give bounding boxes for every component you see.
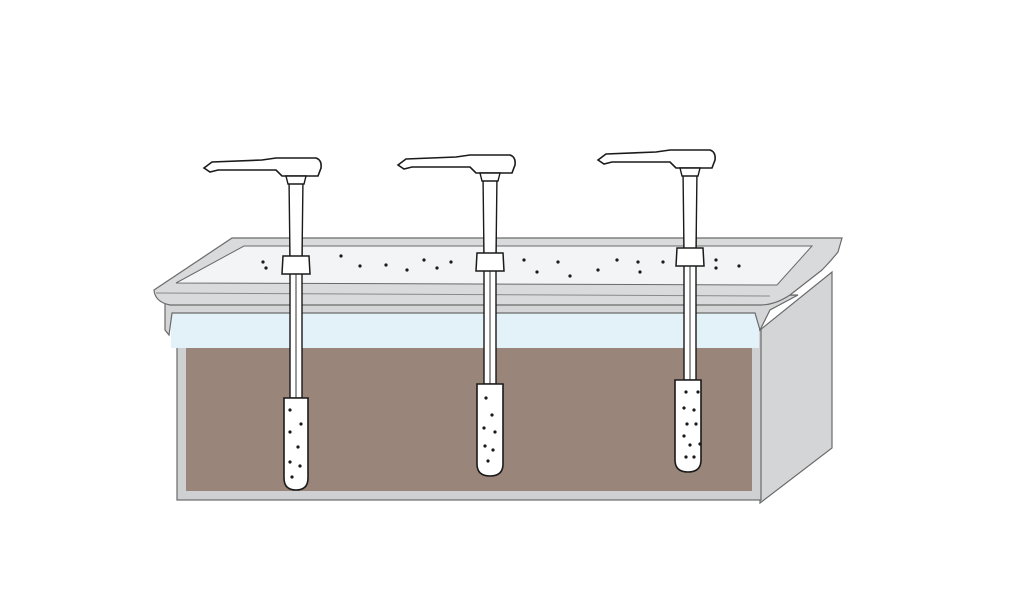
- pumps-group: [202, 149, 716, 491]
- pump-dispenser-icon: [202, 157, 322, 491]
- dip-tube-dot: [688, 443, 692, 447]
- lid-dot: [522, 258, 526, 262]
- pump-stem: [482, 174, 498, 258]
- dip-tube-dot: [483, 444, 487, 448]
- lid-dot: [339, 254, 343, 258]
- dip-tube-dot: [290, 475, 294, 479]
- pump-dip-tube: [674, 379, 702, 473]
- dip-tube-dot: [482, 426, 486, 430]
- lid-dot: [449, 260, 453, 264]
- lid-dot: [535, 270, 539, 274]
- dip-tube-dot: [298, 464, 302, 468]
- dip-tube-dot: [694, 422, 698, 426]
- tank-liquid: [186, 348, 752, 491]
- dip-tube-dot: [682, 406, 686, 410]
- pump-neck: [679, 167, 701, 177]
- dip-tube-dot: [491, 448, 495, 452]
- lid-dot: [568, 274, 572, 278]
- lid-dot: [615, 258, 619, 262]
- pump-dispenser-icon: [596, 149, 716, 473]
- lid-dot: [261, 260, 265, 264]
- pump-neck: [285, 175, 307, 185]
- pump-stem: [288, 177, 304, 261]
- dip-tube-dot: [288, 430, 292, 434]
- lid-dot: [714, 266, 718, 270]
- lid-dot: [358, 264, 362, 268]
- dip-tube-dot: [490, 413, 494, 417]
- lid-dot: [422, 258, 426, 262]
- dip-tube-dot: [684, 455, 688, 459]
- pump-collar: [281, 255, 311, 275]
- lid-dot: [435, 266, 439, 270]
- pump-head: [202, 157, 322, 177]
- lid-dot: [384, 263, 388, 267]
- dip-tube-dot: [692, 408, 696, 412]
- lid-dot: [661, 260, 665, 264]
- dip-tube-dot: [682, 434, 686, 438]
- lid-dot: [556, 260, 560, 264]
- dip-tube-dot: [685, 422, 689, 426]
- dip-tube-dot: [684, 390, 688, 394]
- lid-dot: [405, 268, 409, 272]
- dip-tube-dot: [698, 442, 702, 446]
- lid-dot: [264, 266, 268, 270]
- lid-dot: [737, 264, 741, 268]
- dip-tube-dot: [692, 455, 696, 459]
- pump-head: [596, 149, 716, 169]
- lid-dot: [636, 260, 640, 264]
- dip-tube-dot: [696, 390, 700, 394]
- lid-dot: [714, 258, 718, 262]
- pump-dispenser-icon: [396, 154, 516, 477]
- lid-dots: [261, 254, 741, 278]
- lid-dot: [596, 268, 600, 272]
- pump-collar: [475, 252, 505, 272]
- pump-stem: [682, 169, 698, 253]
- dip-tube-dot: [288, 408, 292, 412]
- dip-tube-dot: [493, 430, 497, 434]
- dip-tube-dot: [296, 445, 300, 449]
- pump-neck: [479, 172, 501, 182]
- pump-dip-tube: [476, 383, 504, 477]
- dip-tube-dot: [484, 396, 488, 400]
- dip-tube-dot: [486, 459, 490, 463]
- tank-water-band: [171, 313, 759, 348]
- lid-dot: [638, 270, 642, 274]
- pump-collar: [675, 247, 705, 267]
- dip-tube-dot: [299, 422, 303, 426]
- pump-head: [396, 154, 516, 174]
- dip-tube-dot: [288, 460, 292, 464]
- pump-dip-tube: [283, 397, 309, 491]
- tank-lid-edge: [155, 292, 771, 297]
